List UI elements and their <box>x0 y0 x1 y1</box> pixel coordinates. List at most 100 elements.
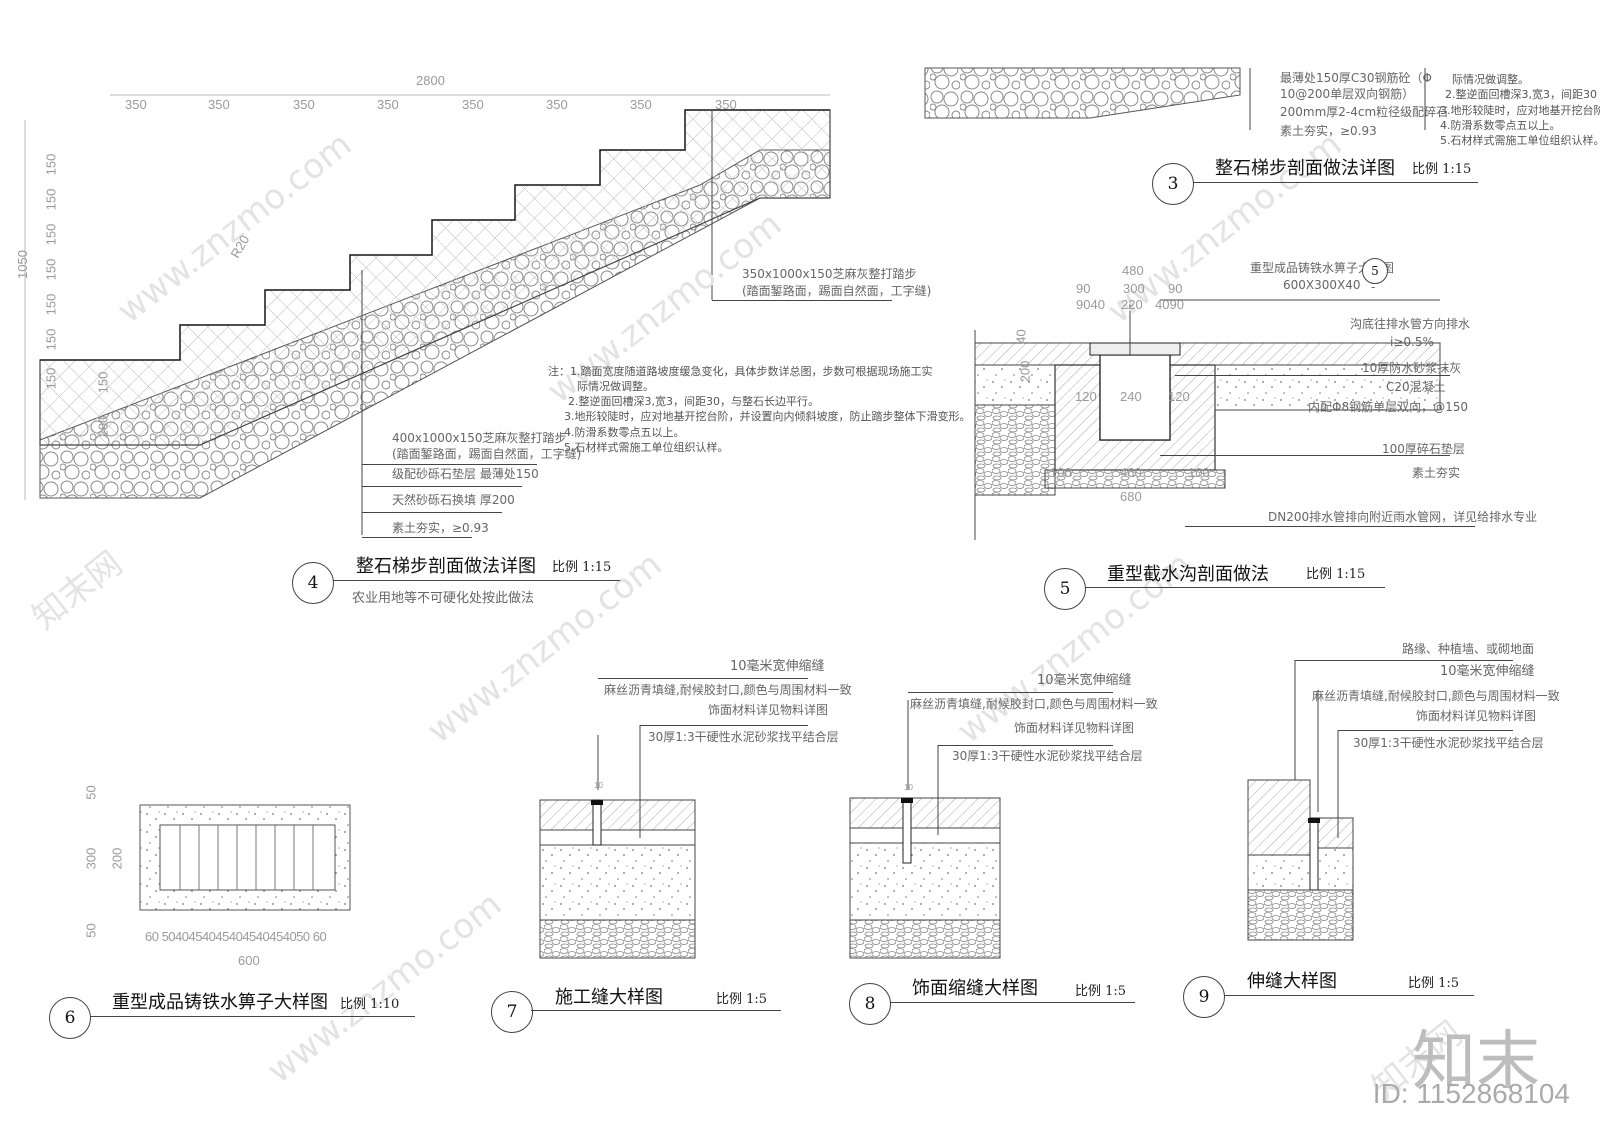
drain-section-5 <box>974 299 1441 540</box>
dim-row: 60 5040454045404540454050 60 <box>145 929 327 944</box>
leader-line <box>1338 730 1513 731</box>
dim-tread: 350 <box>208 97 230 112</box>
dim: 200 <box>1017 360 1033 383</box>
dim-width: 480 <box>1122 263 1144 278</box>
callout-soil: 素土夯实 <box>1412 466 1461 480</box>
callout-joint-width: 10毫米宽伸缩缝 <box>1037 673 1132 688</box>
callout-finish: 饰面材料详见物料详图 <box>1416 709 1537 723</box>
callout-concrete: C20混凝土 <box>1386 380 1446 394</box>
callout-rebar: 内配Φ8钢筋单层双向，@150 <box>1308 400 1468 414</box>
detail-title: 整石梯步剖面做法详图 <box>356 556 536 577</box>
callout-step-upper: (踏面錾路面，踢面自然面，工字缝) <box>742 284 932 298</box>
detail-number-bubble: 4 <box>292 562 334 604</box>
detail-number-bubble: 8 <box>849 983 891 1025</box>
callout-gravel-bed: 100厚碎石垫层 <box>1382 442 1465 456</box>
leader-line <box>1185 526 1475 527</box>
callout-soil: 素土夯实，≥0.93 <box>392 521 489 535</box>
leader-line <box>712 300 892 301</box>
detail-title: 重型截水沟剖面做法 <box>1107 564 1269 585</box>
detail-scale: 比例 1:15 <box>1412 162 1472 177</box>
callout-edge: 路缘、种植墙、或砌地面 <box>1402 642 1535 656</box>
leader-line <box>640 725 808 726</box>
callout-grate-size: 600X300X40 <box>1283 278 1361 292</box>
dim: 90 <box>1076 281 1091 296</box>
leader-line <box>938 745 1113 746</box>
callout-slope: i≥0.5% <box>1390 335 1434 349</box>
note-line: 4.防滑系数零点五以上。 <box>564 426 685 439</box>
leader-line <box>362 512 502 513</box>
callout-joint-fill: 麻丝沥青填缝,耐候胶封口,颜色与周围材料一致 <box>604 683 852 697</box>
asset-id: ID: 1152868104 <box>1372 1078 1570 1109</box>
callout-step-upper: 350x1000x150芝麻灰整打踏步 <box>742 267 917 281</box>
leader-line <box>908 692 1113 693</box>
joint-section-8 <box>849 700 1001 959</box>
leader-line <box>362 537 472 538</box>
dim-riser: 150 <box>95 371 111 394</box>
callout-concrete: 最薄处150厚C30钢筋砼（Φ <box>1280 71 1432 85</box>
callout-grate-ref: 重型成品铸铁水箅子大样图 <box>1250 261 1395 275</box>
dim-tick: 10 <box>594 781 603 790</box>
callout-waterproof: 10厚防水砂浆抹灰 <box>1362 361 1462 375</box>
note-line: 3.地形较陡时，应对地基开挖台阶 <box>1440 104 1600 117</box>
leader-line <box>362 464 537 465</box>
dim-tread: 350 <box>377 97 399 112</box>
dim-tread: 350 <box>715 97 737 112</box>
detail-number-bubble: 6 <box>49 997 91 1039</box>
dim: 240 <box>1120 389 1142 404</box>
callout-finish: 饰面材料详见物料详图 <box>708 703 829 717</box>
note-line: 2.整逆面回槽深3,宽3，间距30，与整石长边平行。 <box>568 395 819 408</box>
dim-base: 200 <box>95 415 111 438</box>
detail-scale: 比例 1:10 <box>340 997 400 1012</box>
joint-section-9 <box>1247 660 1354 941</box>
dim: 100 <box>1050 465 1072 480</box>
dim: 90 <box>1168 281 1183 296</box>
title-underline <box>531 1010 781 1011</box>
callout-mortar: 30厚1:3干硬性水泥砂浆找平结合层 <box>648 730 839 744</box>
dim: 120 <box>1168 389 1190 404</box>
title-underline <box>1224 995 1474 996</box>
note-line: 2.整逆面回槽深3,宽3，间距30 <box>1445 88 1597 101</box>
callout-mortar: 30厚1:3干硬性水泥砂浆找平结合层 <box>952 749 1143 763</box>
detail-title: 施工缝大样图 <box>555 987 663 1008</box>
stair-section-3 <box>924 67 1426 130</box>
dim: 9040 <box>1076 297 1105 312</box>
callout-gravel: 200mm厚2-4cm粒径级配碎石 <box>1280 105 1449 119</box>
note-line: 4.防滑系数零点五以上。 <box>1440 119 1561 132</box>
leader-line <box>1160 455 1450 456</box>
dim: 40 <box>1013 329 1029 344</box>
title-underline <box>1193 182 1478 183</box>
dim-total-height: 300 <box>83 847 99 870</box>
dim-total-width: 2800 <box>416 73 445 88</box>
dim: 680 <box>1120 489 1142 504</box>
dim-riser: 150 <box>43 293 59 316</box>
callout-joint-width: 10毫米宽伸缩缝 <box>1440 664 1535 679</box>
callout-backfill: 天然砂砾石换填 厚200 <box>392 493 515 507</box>
note-line: 5.石材样式需施工单位组织认样。 <box>564 441 729 454</box>
detail-scale: 比例 1:15 <box>552 560 612 575</box>
callout-drain-slope: 沟底往排水管方向排水 <box>1350 317 1471 331</box>
detail-number-bubble: 9 <box>1183 976 1225 1018</box>
detail-ref-bubble: 5 <box>1362 258 1388 284</box>
dim-total-height: 1050 <box>14 250 30 279</box>
callout-mortar: 30厚1:3干硬性水泥砂浆找平结合层 <box>1353 736 1544 750</box>
detail-title: 重型成品铸铁水箅子大样图 <box>112 992 328 1013</box>
dim-total-width: 600 <box>238 953 260 968</box>
note-line: 3.地形较陡时，应对地基开挖台阶，并设置向内倾斜坡度，防止踏步整体下滑变形。 <box>564 410 971 423</box>
callout-soil: 素土夯实，≥0.93 <box>1280 124 1377 138</box>
dim-tread: 350 <box>462 97 484 112</box>
brand-logo: 知末 <box>1412 1025 1540 1099</box>
callout-step-lower: 400x1000x150芝麻灰整打踏步 <box>392 431 567 445</box>
stair-section-4 <box>24 94 831 535</box>
detail-scale: 比例 1:15 <box>1306 567 1366 582</box>
detail-number-bubble: 3 <box>1152 163 1194 205</box>
dim-riser: 150 <box>43 153 59 176</box>
dim-riser: 150 <box>43 188 59 211</box>
dim-tread: 350 <box>125 97 147 112</box>
dim: 50 <box>83 785 99 800</box>
title-underline <box>90 1016 415 1017</box>
title-underline <box>333 580 620 581</box>
callout-finish: 饰面材料详见物料详图 <box>1014 721 1135 735</box>
dim: 120 <box>1075 389 1097 404</box>
